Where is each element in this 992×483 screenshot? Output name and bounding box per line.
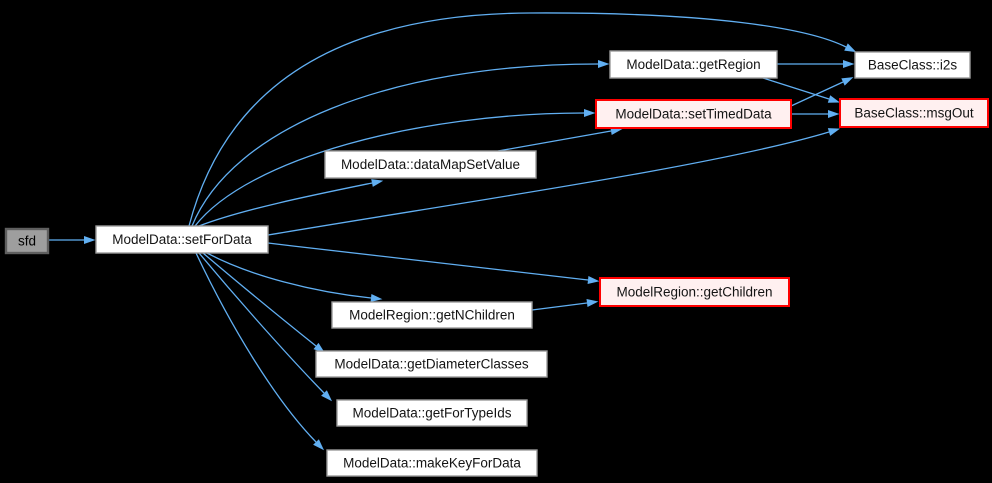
edge-getNChildren-getChildren <box>531 299 599 311</box>
node-getNChildren-label: ModelRegion::getNChildren <box>349 308 515 323</box>
node-sfd-box <box>4 227 50 255</box>
node-sfd-label: sfd <box>18 234 36 249</box>
edge-setForData-setTimedData <box>194 109 596 227</box>
node-getNChildren[interactable]: ModelRegion::getNChildren <box>331 301 533 329</box>
node-setForData-label: ModelData::setForData <box>112 232 252 247</box>
node-getDiameterClasses[interactable]: ModelData::getDiameterClasses <box>315 350 548 378</box>
node-getChildren-label: ModelRegion::getChildren <box>616 285 772 300</box>
node-dataMapSetValue-label: ModelData::dataMapSetValue <box>341 157 520 172</box>
node-getRegion-label: ModelData::getRegion <box>626 57 760 72</box>
edge-setTimedData-i2s <box>790 77 854 107</box>
node-setForData[interactable]: ModelData::setForData <box>95 225 269 254</box>
node-getChildren[interactable]: ModelRegion::getChildren <box>599 277 790 307</box>
node-getDiameterClasses-box[interactable] <box>315 350 548 378</box>
node-makeKeyForData[interactable]: ModelData::makeKeyForData <box>326 449 538 477</box>
edge-setForData-makeKeyForData <box>195 252 325 451</box>
edge-setForData-getChildren <box>267 242 600 284</box>
node-msgOut-box[interactable] <box>839 98 989 128</box>
node-dataMapSetValue-box[interactable] <box>324 150 537 179</box>
node-i2s[interactable]: BaseClass::i2s <box>854 51 971 79</box>
node-setTimedData[interactable]: ModelData::setTimedData <box>595 99 792 129</box>
edge-getRegion-msgOut <box>762 77 840 103</box>
node-getNChildren-box[interactable] <box>331 301 533 329</box>
node-msgOut-label: BaseClass::msgOut <box>854 106 974 121</box>
edge-setForData-getRegion <box>191 60 610 227</box>
node-setTimedData-box[interactable] <box>595 99 792 129</box>
edges <box>48 12 857 451</box>
node-getChildren-box[interactable] <box>599 277 790 307</box>
node-getDiameterClasses-label: ModelData::getDiameterClasses <box>334 357 529 372</box>
node-getRegion[interactable]: ModelData::getRegion <box>609 50 778 79</box>
edge-setForData-msgOut <box>267 128 841 236</box>
node-sfd: sfd <box>4 227 50 255</box>
edge-setForData-dataMapSetValue <box>198 179 384 227</box>
edge-dataMapSetValue-setTimedData <box>497 127 623 152</box>
node-dataMapSetValue[interactable]: ModelData::dataMapSetValue <box>324 150 537 179</box>
node-getForTypeIds-label: ModelData::getForTypeIds <box>352 406 511 421</box>
node-makeKeyForData-box[interactable] <box>326 449 538 477</box>
node-i2s-box[interactable] <box>854 51 971 79</box>
node-msgOut[interactable]: BaseClass::msgOut <box>839 98 989 128</box>
node-getForTypeIds-box[interactable] <box>336 399 528 427</box>
edge-setForData-i2s <box>188 12 857 227</box>
edge-setForData-getNChildren <box>206 252 383 302</box>
node-i2s-label: BaseClass::i2s <box>868 58 958 73</box>
node-setForData-box[interactable] <box>95 225 269 254</box>
edge-setForData-getForTypeIds <box>198 252 333 402</box>
node-makeKeyForData-label: ModelData::makeKeyForData <box>343 456 521 471</box>
node-getRegion-box[interactable] <box>609 50 778 79</box>
node-setTimedData-label: ModelData::setTimedData <box>615 107 772 122</box>
nodes: sfd ModelData::setForData ModelData::get… <box>4 50 989 477</box>
edge-setForData-getDiameterClasses <box>202 252 325 354</box>
node-getForTypeIds[interactable]: ModelData::getForTypeIds <box>336 399 528 427</box>
